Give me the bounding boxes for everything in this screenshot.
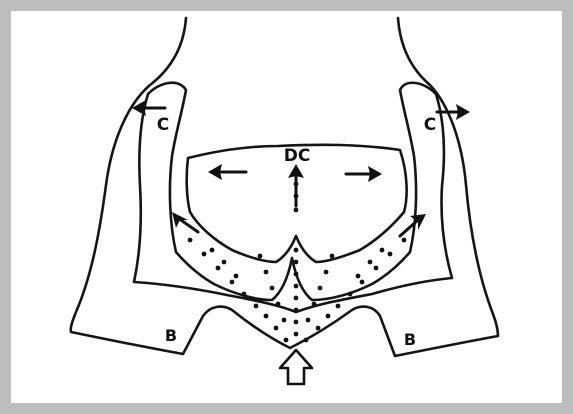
guide-dot [222,260,227,265]
guide-dot [294,248,299,253]
guide-dot [356,274,361,279]
guide-dot [202,252,207,257]
guide-dot [368,260,373,265]
guide-dot [316,326,321,331]
guide-dot [312,302,317,307]
guide-dot [216,266,221,271]
guide-dot [276,302,281,307]
guide-dot [402,238,407,243]
guide-dot [318,286,323,291]
guide-dot [294,272,299,277]
guide-dot [230,280,235,285]
guide-dot [380,248,385,253]
guide-dot [264,270,269,275]
guide-dot [294,332,299,337]
arrow-dc-left-icon [208,164,246,180]
inner-cartilage-outline [134,83,452,312]
label-c-right: C [424,115,436,135]
arrow-left-outward-icon [132,100,165,116]
guide-dot [274,326,279,331]
hollow-up-arrow-icon [280,350,312,384]
guide-dot [306,318,311,323]
guide-dot [294,320,299,325]
label-c-left: C [157,115,169,135]
guide-dot [294,296,299,301]
guide-dot [234,274,239,279]
guide-dot [388,252,393,257]
guide-dot [264,314,269,319]
guide-dot [242,292,247,297]
guide-dot [294,308,299,313]
guide-dot [304,338,309,343]
guide-dot [294,284,299,289]
label-b-left: B [165,326,177,345]
label-b-right: B [404,330,416,349]
guide-dot [294,208,299,213]
guide-dot [210,248,215,253]
arrow-dc-up-icon [288,164,304,206]
guide-dot [348,292,353,297]
guide-dot [254,304,259,309]
guide-dot [188,238,193,243]
arrow-dc-right-icon [346,166,382,182]
guide-dot [294,260,299,265]
guide-dot [326,314,331,319]
guide-dot [324,270,329,275]
outer-bone-outline [71,18,498,356]
guide-dot [330,254,335,259]
guide-dot [284,338,289,343]
arrow-diagonal-left-icon [172,212,198,232]
guide-dot [336,304,341,309]
label-dc: DC [284,146,311,166]
guide-dot [258,254,263,259]
guide-dot [270,286,275,291]
guide-dot [282,318,287,323]
guide-dot [360,280,365,285]
guide-dot [374,266,379,271]
